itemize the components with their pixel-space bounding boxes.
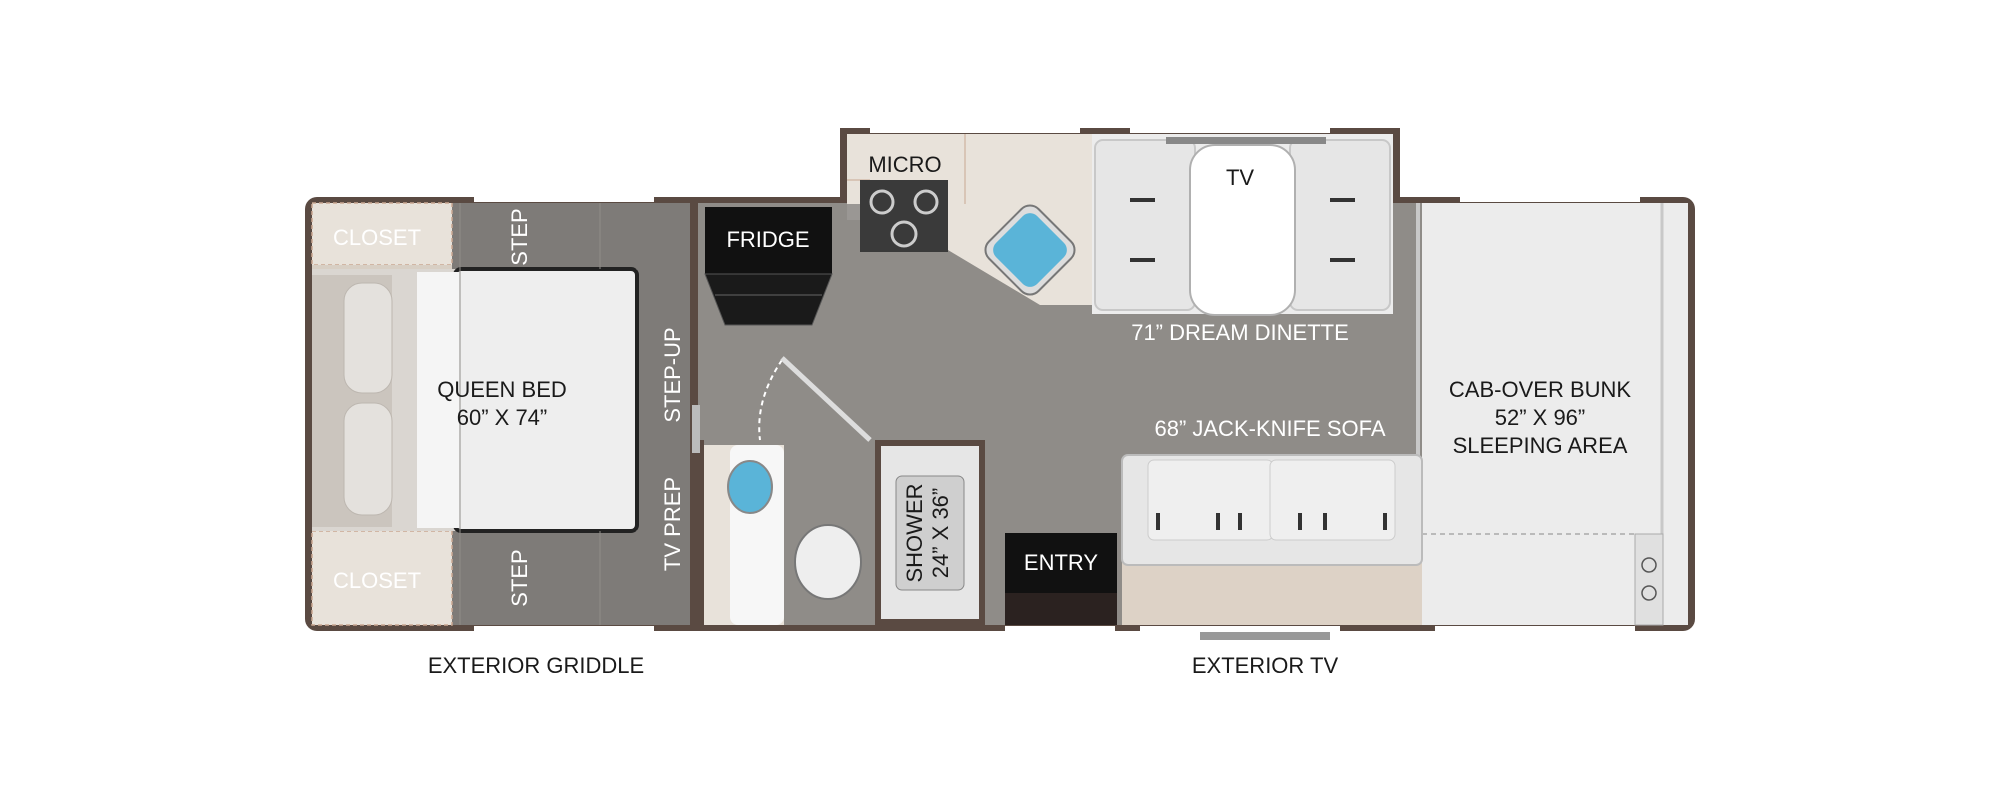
closet-top xyxy=(311,202,453,266)
closet-bottom xyxy=(311,530,453,626)
cab-over-bunk xyxy=(1416,203,1688,626)
window xyxy=(1140,626,1340,631)
stove-burner-icon xyxy=(913,189,939,215)
pillow xyxy=(343,402,393,516)
entry-step xyxy=(1005,533,1117,593)
bedroom xyxy=(311,202,698,626)
exterior-tv-mount xyxy=(1200,632,1330,640)
label-entry: ENTRY xyxy=(1024,550,1098,575)
label-queen-bed-size: 60” X 74” xyxy=(457,405,548,430)
label-tv: TV xyxy=(1226,165,1254,190)
fridge-door xyxy=(704,273,833,326)
label-step-bottom: STEP xyxy=(507,549,532,606)
dinette-seat-right xyxy=(1289,139,1391,311)
dinette-table xyxy=(1189,144,1296,316)
label-step-up: STEP-UP xyxy=(660,327,685,422)
label-closet-bottom: CLOSET xyxy=(333,568,421,593)
dinette-seat-left xyxy=(1094,139,1196,311)
label-cab-over-2: 52” X 96” xyxy=(1495,405,1586,430)
shower-base xyxy=(895,475,965,591)
tv-mount xyxy=(1166,137,1326,144)
label-shower-size: 24” X 36” xyxy=(928,488,953,579)
door-swing xyxy=(758,359,783,441)
bathroom-wall xyxy=(698,440,704,625)
sofa-base xyxy=(1122,560,1422,625)
label-sofa: 68” JACK-KNIFE SOFA xyxy=(1154,416,1385,441)
stovetop xyxy=(860,180,948,252)
label-shower: SHOWER xyxy=(902,484,927,583)
sink-icon xyxy=(984,204,1076,296)
sofa-cushion-right xyxy=(1269,459,1396,541)
cab-panel xyxy=(1634,533,1664,626)
fridge xyxy=(705,207,832,274)
label-tv-prep: TV PREP xyxy=(660,477,685,571)
dinette xyxy=(1092,134,1393,316)
entry-sofa xyxy=(1005,454,1423,625)
label-micro: MICRO xyxy=(868,152,941,177)
pillow xyxy=(343,282,393,394)
window xyxy=(1130,128,1330,133)
bathroom xyxy=(698,356,985,625)
label-cab-over-1: CAB-OVER BUNK xyxy=(1449,377,1631,402)
control-knob-icon xyxy=(1641,557,1657,573)
floor-vent xyxy=(692,405,700,453)
label-exterior-griddle: EXTERIOR GRIDDLE xyxy=(428,653,644,678)
label-step-top: STEP xyxy=(507,208,532,265)
label-queen-bed: QUEEN BED xyxy=(437,377,567,402)
window xyxy=(1005,626,1115,631)
label-dinette: 71” DREAM DINETTE xyxy=(1131,320,1349,345)
label-closet-top: CLOSET xyxy=(333,225,421,250)
bathroom-door xyxy=(780,356,872,442)
label-fridge: FRIDGE xyxy=(726,227,809,252)
kitchen xyxy=(704,134,1092,326)
label-cab-over-3: SLEEPING AREA xyxy=(1453,433,1628,458)
toilet-icon xyxy=(794,524,862,600)
labels: MICRO TV CLOSET CLOSET STEP STEP FRIDGE … xyxy=(333,152,1631,678)
window xyxy=(1460,197,1640,202)
stove-burner-icon xyxy=(890,220,918,248)
bathroom-sink-icon xyxy=(727,460,773,514)
stove-burner-icon xyxy=(869,189,895,215)
window xyxy=(474,197,654,202)
queen-bed-sheet xyxy=(417,272,459,528)
window xyxy=(1435,626,1635,631)
label-exterior-tv: EXTERIOR TV xyxy=(1192,653,1339,678)
control-knob-icon xyxy=(1641,585,1657,601)
entry-step-lower xyxy=(1005,593,1117,625)
sofa-cushion-left xyxy=(1147,459,1274,541)
window xyxy=(870,128,1080,133)
window xyxy=(474,626,654,631)
